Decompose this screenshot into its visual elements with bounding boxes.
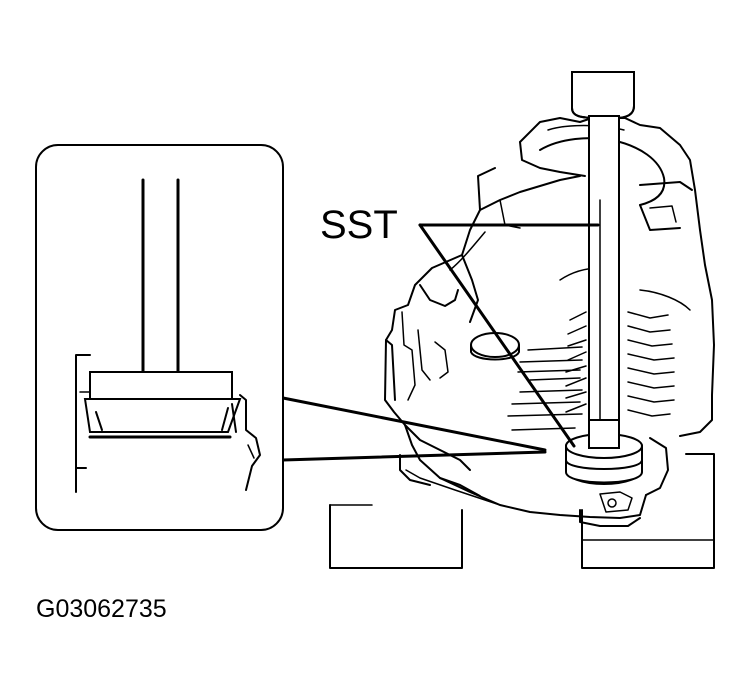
sst-leader-lines [418, 223, 600, 448]
support-blocks [329, 453, 715, 569]
detail-inset [35, 144, 284, 531]
sst-label: SST [320, 203, 398, 247]
sst-tool [565, 71, 643, 485]
housing-assembly [384, 117, 715, 527]
figure-code: G03062735 [36, 595, 167, 623]
detail-connector-lines [281, 396, 547, 462]
